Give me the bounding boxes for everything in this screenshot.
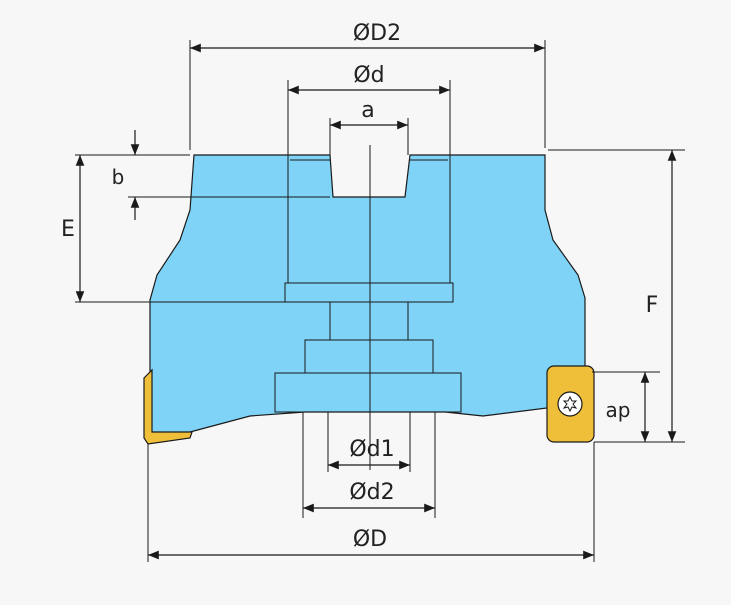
extension-lines [75,40,685,562]
label-a: a [361,98,374,123]
cutter-body [149,154,586,441]
torx-screw-icon [557,391,583,417]
label-d: Ød [353,63,384,88]
label-b: b [112,165,125,189]
label-d2: Ød2 [349,480,394,505]
dimension-lines [75,43,677,560]
label-E: E [61,217,75,242]
label-F: F [646,293,659,318]
label-ap: ap [606,398,631,422]
left-insert [143,368,193,445]
label-d1: Ød1 [349,437,394,462]
label-D: ØD [353,527,387,552]
torx-star-icon [562,395,578,413]
internal-lines [274,145,462,470]
label-D2: ØD2 [353,21,401,46]
